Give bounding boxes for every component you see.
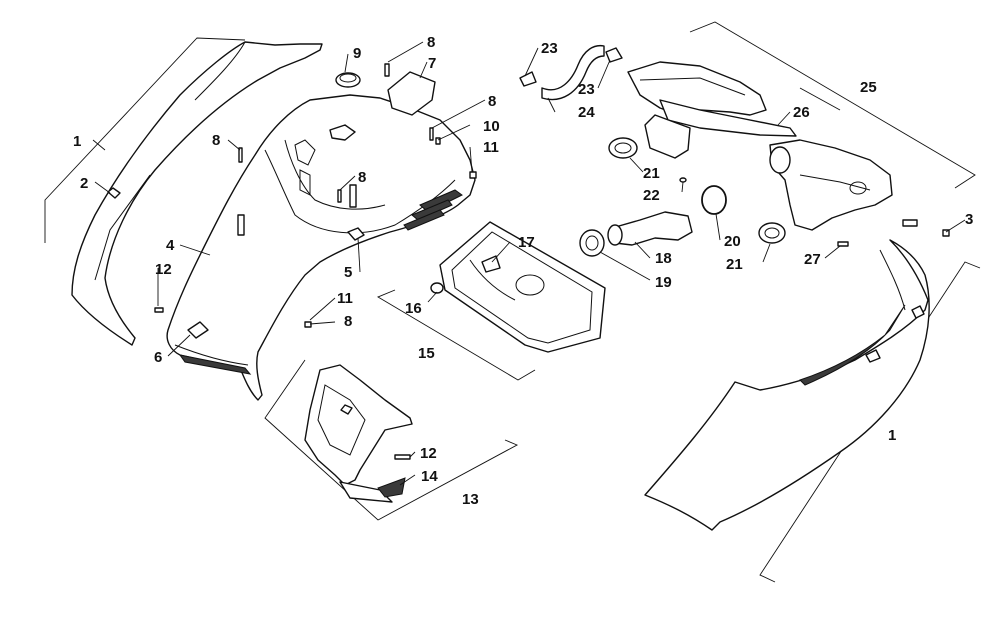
callout-8-center: 8 xyxy=(358,169,366,186)
part-side-panel-right xyxy=(644,239,930,531)
callout-21-lower: 21 xyxy=(726,256,743,273)
callout-16: 16 xyxy=(405,300,422,317)
part-clip-23-left xyxy=(519,71,537,87)
callout-23-right: 23 xyxy=(578,81,595,98)
callout-labels: 1 2 3 4 5 6 7 8 8 8 8 8 9 10 11 11 12 12… xyxy=(73,34,973,508)
callout-11-lower: 11 xyxy=(337,290,353,307)
part-air-box xyxy=(430,221,606,353)
callout-24: 24 xyxy=(578,104,595,121)
callout-19: 19 xyxy=(655,274,672,291)
group-bracket-25 xyxy=(689,21,976,189)
callout-14: 14 xyxy=(421,468,438,485)
part-lower-intake xyxy=(304,364,413,503)
callout-12-lower: 12 xyxy=(420,445,437,462)
part-seal-21-upper xyxy=(608,137,638,159)
part-seal-21-lower xyxy=(758,222,786,244)
callout-22: 22 xyxy=(643,187,660,204)
part-clamp-20 xyxy=(701,185,727,215)
group-bracket-13 xyxy=(264,359,519,521)
callout-8-left: 8 xyxy=(212,132,220,149)
callout-3: 3 xyxy=(965,211,973,228)
part-seal-19 xyxy=(579,229,605,257)
group-bracket-1-left xyxy=(44,37,246,243)
callout-1-left: 1 xyxy=(73,133,81,150)
leader-lines xyxy=(92,41,966,486)
callout-6: 6 xyxy=(154,349,162,366)
callout-4: 4 xyxy=(166,237,175,254)
callout-1-right: 1 xyxy=(888,427,896,444)
part-grommet-9 xyxy=(335,72,361,88)
callout-20: 20 xyxy=(724,233,741,250)
part-duct-18 xyxy=(607,211,693,246)
callout-7: 7 xyxy=(428,55,436,72)
part-washer-22 xyxy=(679,177,687,183)
callout-25: 25 xyxy=(860,79,877,96)
callout-8-right: 8 xyxy=(488,93,496,110)
callout-27: 27 xyxy=(804,251,821,268)
callout-17: 17 xyxy=(518,234,535,251)
callout-5: 5 xyxy=(344,264,352,281)
callout-2: 2 xyxy=(80,175,88,192)
part-intake-assembly xyxy=(627,61,918,247)
callout-8-top: 8 xyxy=(427,34,435,51)
callout-10: 10 xyxy=(483,118,500,135)
callout-13: 13 xyxy=(462,491,479,508)
callout-9: 9 xyxy=(353,45,361,62)
callout-15: 15 xyxy=(418,345,435,362)
callout-21-upper: 21 xyxy=(643,165,660,182)
callout-18: 18 xyxy=(655,250,672,267)
callout-11-upper: 11 xyxy=(483,139,499,156)
part-hood xyxy=(166,94,476,401)
callout-12-left: 12 xyxy=(155,261,172,278)
callout-8-lower: 8 xyxy=(344,313,352,330)
callout-26: 26 xyxy=(793,104,810,121)
part-clip-23-right xyxy=(605,47,623,63)
callout-23-left: 23 xyxy=(541,40,558,57)
part-hose-24 xyxy=(541,44,605,101)
part-cover-7 xyxy=(387,71,436,116)
group-bracket-15 xyxy=(376,289,536,381)
fastener-screws xyxy=(154,63,950,328)
part-side-panel-left xyxy=(71,41,323,346)
